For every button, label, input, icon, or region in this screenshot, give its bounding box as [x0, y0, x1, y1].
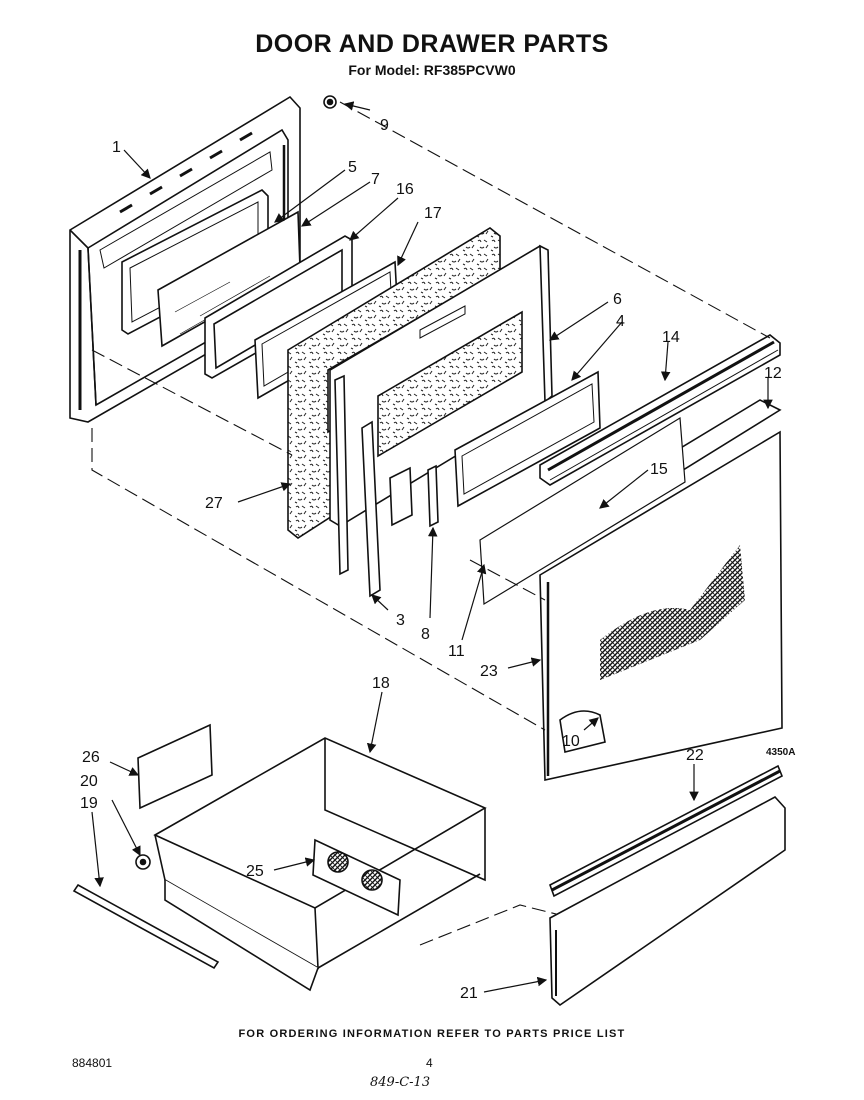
callout-leaders: [91, 101, 773, 993]
door-liner: [329, 244, 553, 527]
outer-door-panel: [539, 430, 783, 781]
callout-26: 26: [82, 749, 100, 766]
page-number: 4: [426, 1056, 433, 1070]
drawer-roller: [135, 854, 151, 870]
callout-15: 15: [650, 461, 668, 478]
callout-22: 22: [686, 747, 704, 764]
callout-19: 19: [80, 795, 98, 812]
callout-4: 4: [616, 313, 625, 330]
callout-25: 25: [246, 863, 264, 880]
callout-9: 9: [380, 117, 389, 134]
callout-27: 27: [205, 495, 223, 512]
callout-5: 5: [348, 159, 357, 176]
callout-8: 8: [421, 626, 430, 643]
callout-14: 14: [662, 329, 680, 346]
hinge-bracket: [389, 464, 439, 528]
callout-1: 1: [112, 139, 121, 156]
callout-11: 11: [448, 643, 465, 660]
callout-21: 21: [460, 985, 478, 1002]
callout-6: 6: [613, 291, 622, 308]
callout-17: 17: [424, 205, 442, 222]
model-subtitle: For Model: RF385PCVW0: [348, 62, 516, 78]
drawer-front-panel: [549, 795, 786, 1007]
callout-23: 23: [480, 663, 498, 680]
outer-glass: [454, 370, 601, 508]
callout-10: 10: [562, 733, 580, 750]
drawer-rail: [72, 883, 220, 970]
document-number: 884801: [72, 1056, 113, 1070]
page-title: DOOR AND DRAWER PARTS: [255, 30, 609, 58]
ordering-note: FOR ORDERING INFORMATION REFER TO PARTS …: [238, 1028, 626, 1040]
callout-16: 16: [396, 181, 414, 198]
door-side-trim: [334, 374, 381, 598]
callout-20: 20: [80, 773, 98, 790]
door-vent-trim: [539, 334, 781, 486]
alignment-lines: [91, 101, 771, 946]
callout-3: 3: [396, 612, 405, 629]
callout-12: 12: [764, 365, 782, 382]
screw: [323, 95, 337, 109]
handwritten-note: 849-C-13: [370, 1075, 431, 1090]
door-inner-panel: [479, 416, 686, 606]
callout-7: 7: [371, 171, 380, 188]
art-code: 4350A: [766, 747, 796, 758]
drawer-pad: [137, 723, 213, 810]
drawer-panel-trim: [549, 764, 784, 898]
callout-labels: 1 9 5 7 16 17 6 4 14 12 15 27 3 8 11 23 …: [80, 117, 782, 1002]
callout-18: 18: [372, 675, 390, 692]
storage-drawer: [153, 737, 487, 992]
